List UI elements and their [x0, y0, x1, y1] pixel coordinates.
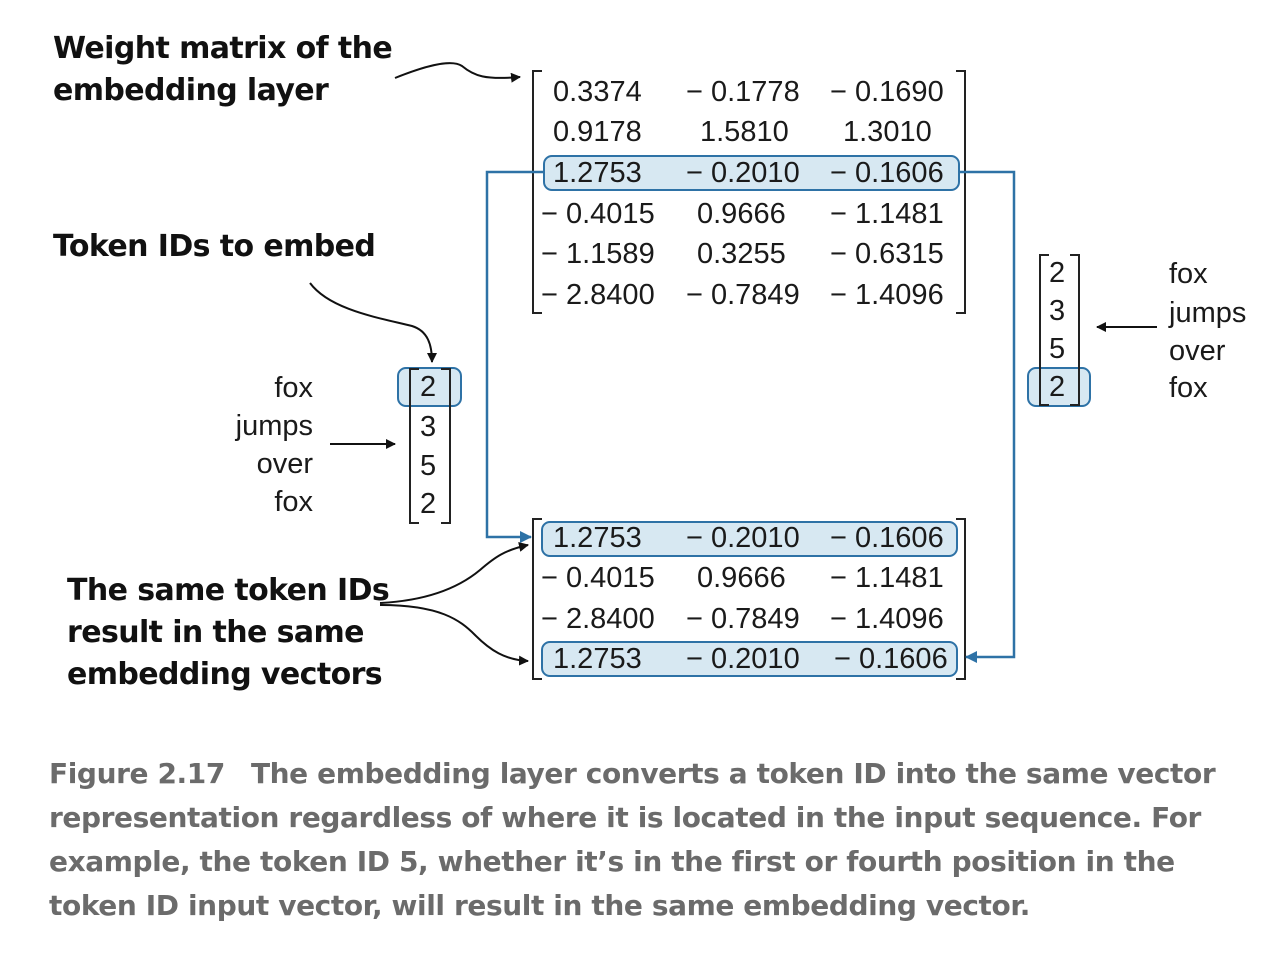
left-id-vector-left-bracket	[409, 368, 419, 524]
weight-cell-r0-c2: − 0.1690	[830, 76, 944, 108]
left-token-0: fox	[274, 372, 313, 404]
output-cell-r0-c2: − 0.1606	[830, 522, 944, 554]
weight-cell-r0-c1: − 0.1778	[686, 76, 800, 108]
right-id-highlight	[1027, 367, 1091, 407]
output-cell-r1-c2: − 1.1481	[830, 562, 944, 594]
left-id-vector-right-bracket	[441, 368, 451, 524]
annotation-same-ids-line3: embedding vectors	[67, 657, 383, 692]
right-token-3: fox	[1169, 372, 1208, 404]
weight-cell-r4-c2: − 0.6315	[830, 238, 944, 270]
weight-cell-r2-c2: − 0.1606	[830, 157, 944, 189]
weight-cell-r5-c1: − 0.7849	[686, 279, 800, 311]
annotation-same-ids-line2: result in the same	[67, 615, 365, 650]
left-token-2: over	[256, 448, 313, 480]
same-ids-arrow-top	[379, 542, 529, 604]
left-token-1: jumps	[235, 410, 313, 442]
right-id-3: 2	[1049, 371, 1066, 403]
figure-caption-text: The embedding layer converts a token ID …	[49, 757, 1216, 922]
right-token-1: jumps	[1169, 297, 1247, 329]
output-cell-r3-c0: 1.2753	[553, 643, 642, 675]
weight-cell-r3-c2: − 1.1481	[830, 198, 944, 230]
output-cell-r2-c0: − 2.8400	[541, 603, 655, 635]
right-token-0: fox	[1169, 258, 1208, 290]
annotation-same-ids-line1: The same token IDs	[67, 573, 390, 608]
weight-cell-r5-c0: − 2.8400	[541, 279, 655, 311]
lookup-connector-right	[960, 170, 1016, 663]
output-cell-r2-c1: − 0.7849	[686, 603, 800, 635]
output-cell-r2-c2: − 1.4096	[830, 603, 944, 635]
weight-cell-r1-c1: 1.5810	[700, 116, 789, 148]
right-id-1: 3	[1049, 295, 1066, 327]
weight-matrix-callout-arrow	[394, 62, 521, 83]
output-cell-r3-c1: − 0.2010	[686, 643, 800, 675]
weight-cell-r3-c0: − 0.4015	[541, 198, 655, 230]
left-id-highlight	[397, 367, 462, 407]
left-id-0: 2	[420, 371, 437, 403]
output-cell-r0-c1: − 0.2010	[686, 522, 800, 554]
left-id-3: 2	[420, 488, 437, 520]
output-row-highlight-last	[541, 641, 958, 677]
output-row-highlight-first	[541, 521, 958, 557]
output-cell-r0-c0: 1.2753	[553, 522, 642, 554]
right-id-vector-right-bracket	[1070, 254, 1080, 406]
annotation-weight-matrix-line1: Weight matrix of the	[53, 31, 393, 66]
right-id-0: 2	[1049, 257, 1066, 289]
annotation-weight-matrix: Weight matrix of the embedding layer	[53, 28, 393, 112]
annotation-same-ids: The same token IDs result in the same em…	[67, 570, 390, 696]
output-cell-r3-c2: − 0.1606	[834, 643, 948, 675]
weight-cell-r4-c0: − 1.1589	[541, 238, 655, 270]
figure-label: Figure 2.17	[49, 757, 225, 790]
weight-matrix-left-bracket	[532, 70, 542, 314]
right-token-2: over	[1169, 335, 1226, 367]
same-ids-arrow-bottom	[379, 604, 529, 666]
weight-cell-r3-c1: 0.9666	[697, 198, 786, 230]
weight-cell-r5-c2: − 1.4096	[830, 279, 944, 311]
left-id-2: 5	[420, 450, 437, 482]
token-ids-callout-arrow	[309, 282, 437, 363]
output-matrix-left-bracket	[532, 518, 542, 680]
output-cell-r1-c0: − 0.4015	[541, 562, 655, 594]
weight-cell-r4-c1: 0.3255	[697, 238, 786, 270]
lookup-connector-left	[485, 170, 543, 543]
weight-row-highlight	[543, 155, 960, 191]
weight-matrix-right-bracket	[956, 70, 966, 314]
annotation-weight-matrix-line2: embedding layer	[53, 73, 329, 108]
weight-cell-r0-c0: 0.3374	[553, 76, 642, 108]
weight-cell-r1-c2: 1.3010	[843, 116, 932, 148]
right-id-2: 5	[1049, 333, 1066, 365]
weight-cell-r2-c0: 1.2753	[553, 157, 642, 189]
output-cell-r1-c1: 0.9666	[697, 562, 786, 594]
left-token-3: fox	[274, 486, 313, 518]
weight-cell-r1-c0: 0.9178	[553, 116, 642, 148]
annotation-token-ids: Token IDs to embed	[53, 229, 376, 264]
left-id-1: 3	[420, 411, 437, 443]
right-id-vector-left-bracket	[1039, 254, 1049, 406]
output-matrix-right-bracket	[956, 518, 966, 680]
weight-cell-r2-c1: − 0.2010	[686, 157, 800, 189]
